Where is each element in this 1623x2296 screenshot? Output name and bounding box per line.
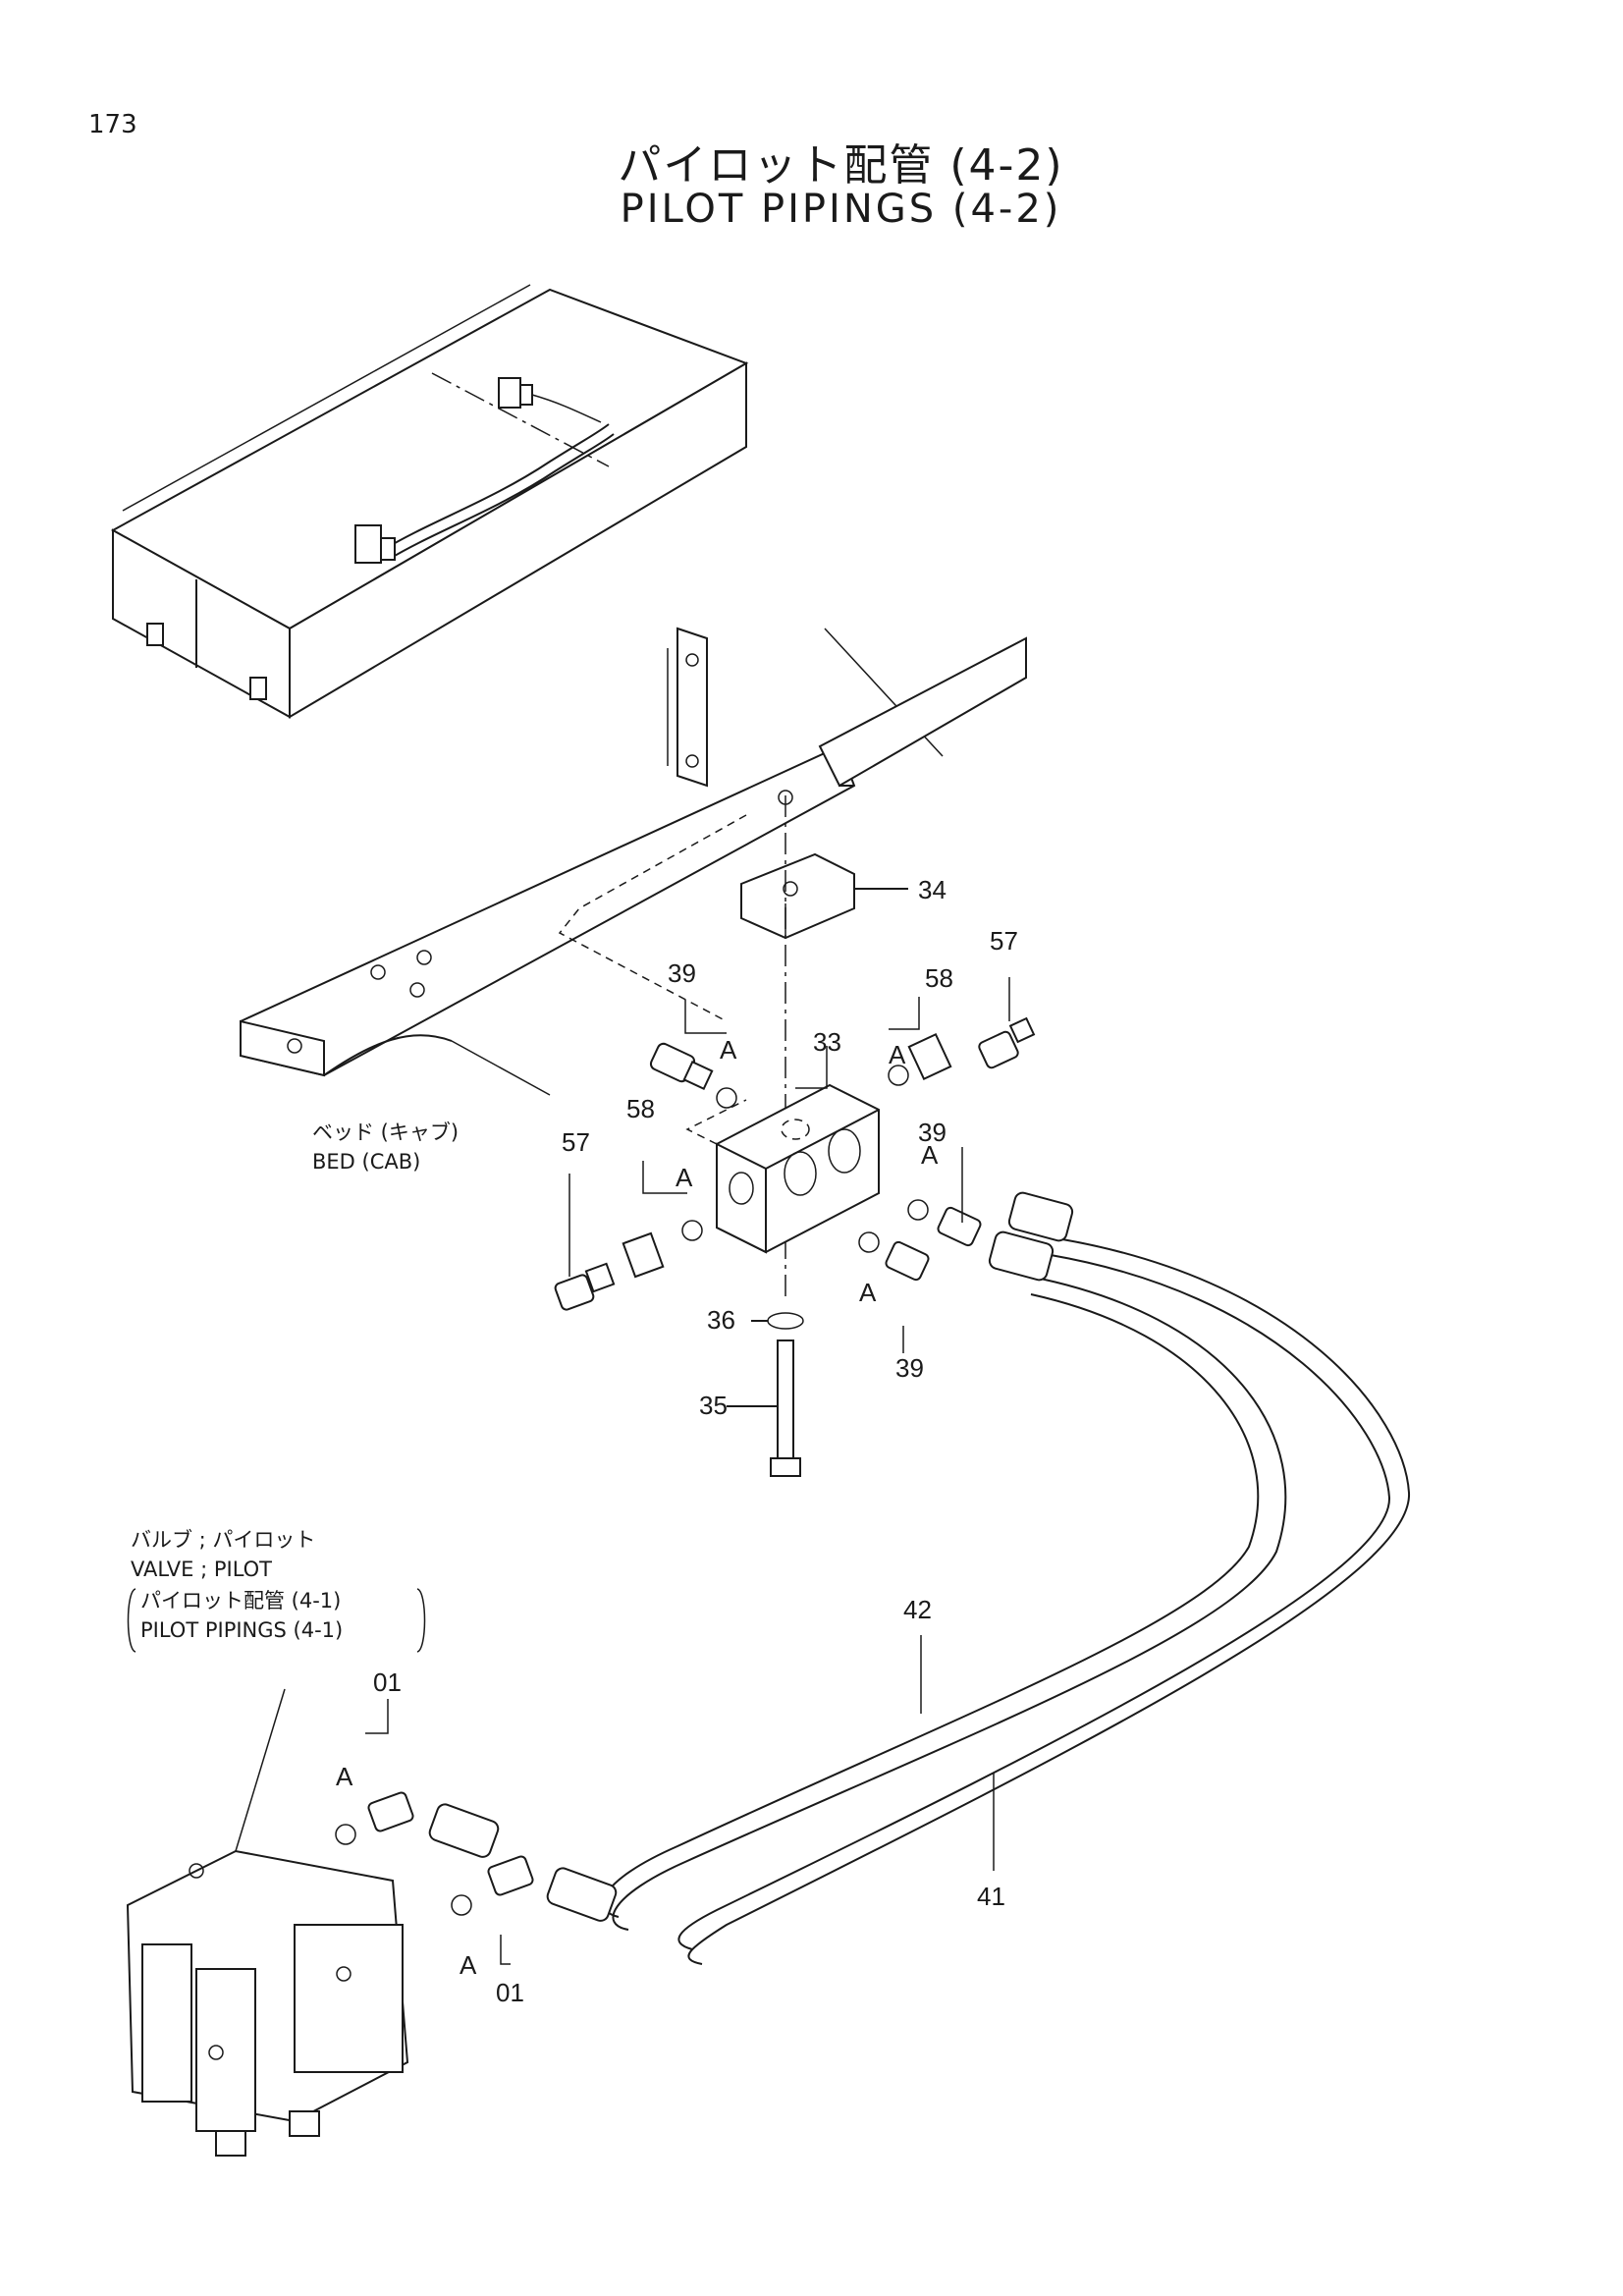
callout-39-lower: 39	[895, 1353, 924, 1383]
hose-42	[602, 1276, 1287, 1931]
callout-34: 34	[918, 875, 947, 904]
fitting-57-upper-right	[978, 1016, 1036, 1069]
callout-a-left: A	[676, 1163, 693, 1192]
note-bed-japanese: ベッド (キャブ)	[312, 1121, 459, 1144]
note-valve-ref-english: PILOT PIPINGS (4-1)	[140, 1618, 343, 1642]
fitting-58-left	[622, 1220, 703, 1279]
page-title-japanese: パイロット配管 (4-2)	[618, 140, 1064, 191]
hose-41	[677, 1236, 1411, 1965]
note-valve-ref-japanese: パイロット配管 (4-1)	[140, 1589, 341, 1613]
callout-35: 35	[699, 1391, 728, 1420]
callout-a-lower: A	[859, 1278, 877, 1307]
part-36-washer	[751, 1312, 804, 1330]
part-33-manifold-block	[685, 1083, 880, 1254]
callout-57-upper: 57	[990, 926, 1018, 956]
fitting-39-lower	[858, 1231, 930, 1282]
fitting-01-upper	[335, 1791, 414, 1845]
cab-frame	[110, 284, 749, 719]
note-bracket-left	[127, 1588, 136, 1653]
callout-01-lower: 01	[496, 1978, 524, 2007]
part-35-bolt	[727, 1339, 801, 1477]
callout-a-valve-lower: A	[460, 1950, 477, 1980]
hose-end-lower	[428, 1803, 618, 1922]
callout-39-right: 39	[918, 1118, 947, 1147]
wiring-harness	[354, 377, 615, 564]
callout-01-upper: 01	[373, 1667, 402, 1697]
callout-57-left: 57	[562, 1127, 590, 1157]
part-34-u-bracket	[740, 852, 908, 940]
fitting-58-upper-right	[888, 1033, 952, 1086]
bracket	[667, 627, 708, 788]
note-valve-japanese: バルブ ; パイロット	[131, 1528, 315, 1552]
note-valve-english: VALVE ; PILOT	[131, 1558, 272, 1581]
callout-42: 42	[903, 1595, 932, 1624]
callout-36: 36	[707, 1305, 735, 1335]
bed-plate	[240, 628, 1027, 1096]
callout-58-upper: 58	[925, 963, 953, 993]
page-title-english: PILOT PIPINGS (4-2)	[620, 187, 1062, 232]
callout-58-left: 58	[626, 1094, 655, 1123]
callout-41: 41	[977, 1882, 1005, 1911]
fitting-01-lower	[451, 1855, 534, 1916]
hose-end-upper	[988, 1191, 1074, 1282]
page-number: 173	[88, 110, 137, 139]
note-bed-english: BED (CAB)	[312, 1150, 420, 1174]
leader-lines	[365, 977, 1010, 1965]
callout-a-valve-upper: A	[336, 1762, 353, 1791]
callout-33: 33	[813, 1027, 841, 1057]
callout-a-right: A	[921, 1140, 939, 1170]
fitting-39-upper-left	[649, 1042, 737, 1109]
fitting-39-right	[907, 1199, 982, 1247]
pilot-valve-block	[126, 1688, 409, 2157]
callout-a-upper-right: A	[889, 1040, 906, 1069]
fitting-57-left	[554, 1262, 616, 1311]
note-bracket-right	[416, 1588, 426, 1653]
callout-39-upper: 39	[668, 958, 696, 988]
callout-a-upper-left: A	[720, 1035, 737, 1065]
